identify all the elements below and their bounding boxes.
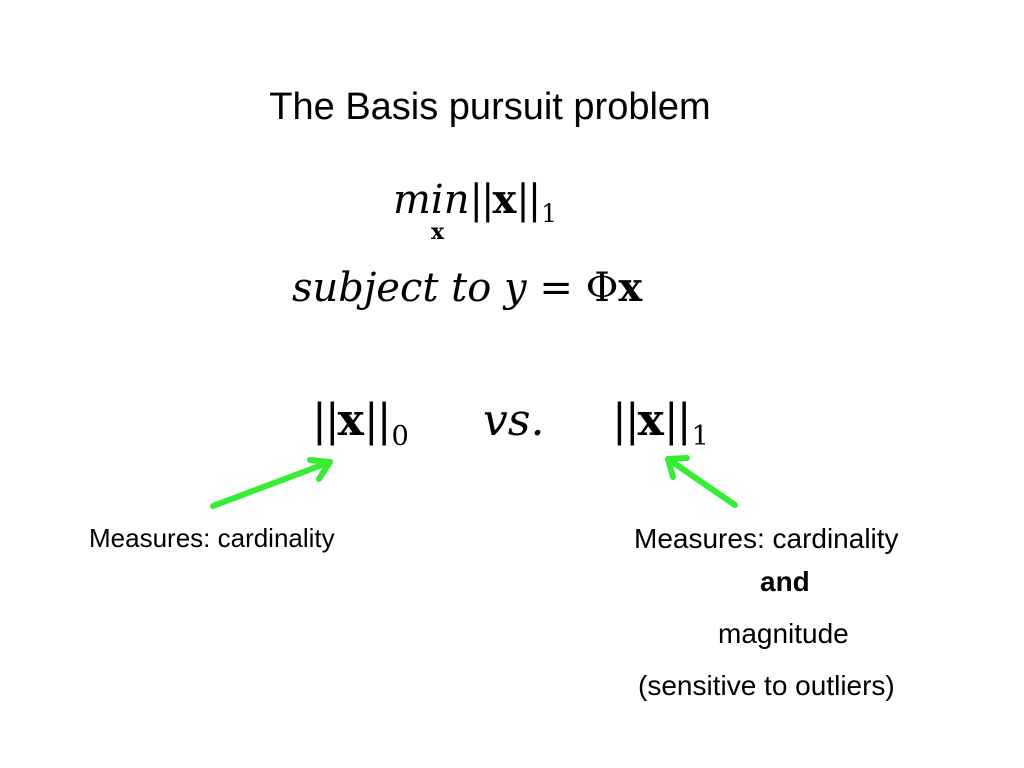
l1-bar-open: || bbox=[612, 395, 640, 446]
versus-text: vs. bbox=[483, 395, 545, 446]
l0-subscript: 0 bbox=[391, 420, 409, 452]
l0-norm: ||x||0 bbox=[312, 395, 409, 452]
norm-subscript: 1 bbox=[541, 198, 558, 228]
min-word: min bbox=[393, 177, 470, 223]
equals-sign: = bbox=[539, 265, 573, 311]
min-subscript: x bbox=[431, 219, 445, 245]
right-caption-line4: (sensitive to outliers) bbox=[638, 670, 895, 701]
phi-symbol: Φ bbox=[585, 265, 619, 311]
l1-subscript: 1 bbox=[691, 420, 709, 452]
slide-title: The Basis pursuit problem bbox=[269, 86, 711, 128]
phi-variable: x bbox=[618, 264, 643, 311]
left-arrow-icon bbox=[210, 457, 333, 509]
l1-variable: x bbox=[637, 395, 664, 446]
right-caption-line3: magnitude bbox=[718, 618, 849, 649]
norm-bar-close: || bbox=[516, 177, 541, 223]
l1-bar-close: || bbox=[663, 395, 692, 446]
l0-bar-close: || bbox=[363, 395, 392, 446]
norm-variable: x bbox=[492, 176, 517, 223]
constraint-text: subject to y bbox=[292, 265, 527, 311]
right-caption-line2: and bbox=[760, 566, 810, 597]
norm-bar-open: || bbox=[469, 177, 494, 223]
right-caption-line1: Measures: cardinality bbox=[634, 523, 899, 554]
l0-bar-open: || bbox=[312, 395, 340, 446]
left-caption: Measures: cardinality bbox=[89, 523, 335, 553]
constraint-formula: subject to y = Φx bbox=[292, 264, 642, 311]
l0-variable: x bbox=[337, 395, 364, 446]
l1-norm: ||x||1 bbox=[612, 395, 709, 452]
right-arrow-icon bbox=[665, 455, 738, 508]
